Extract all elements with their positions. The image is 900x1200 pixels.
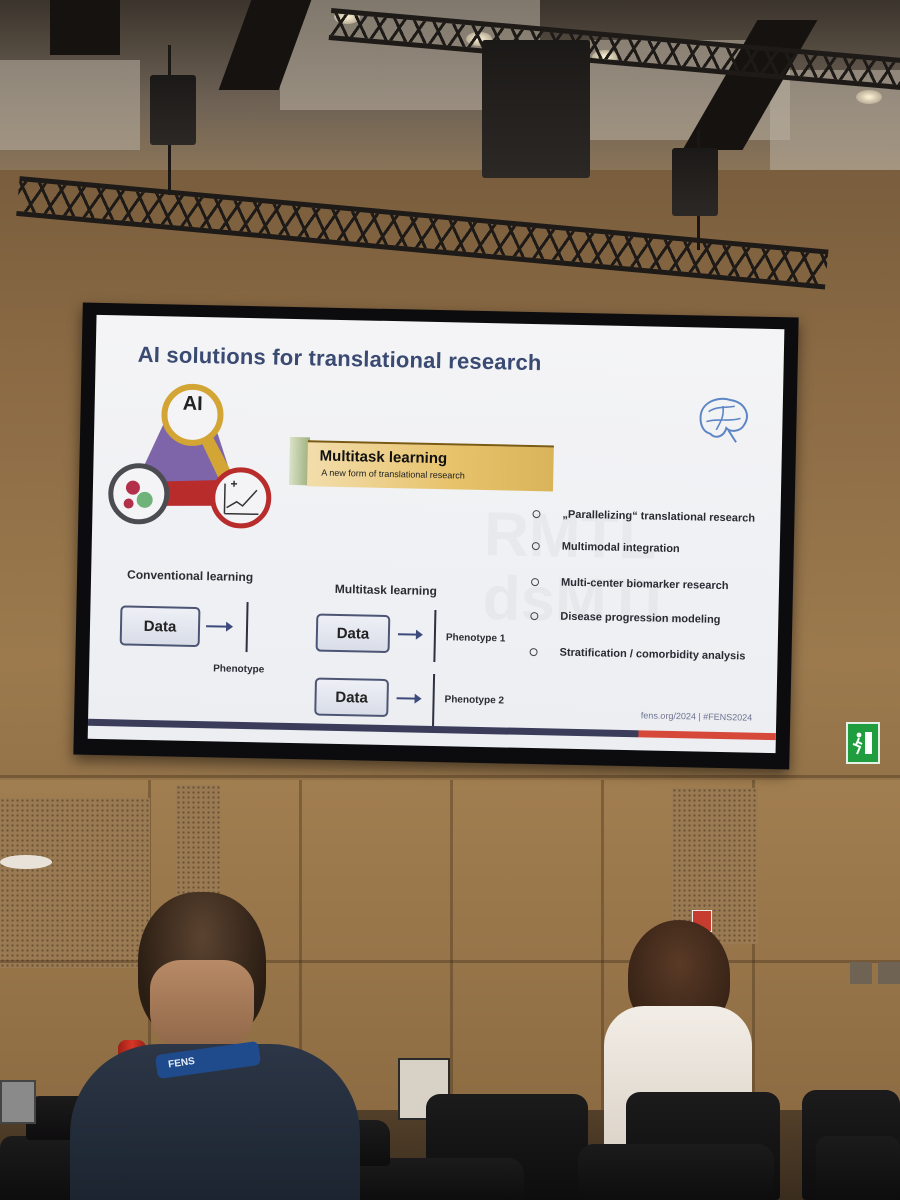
circle-bullet-icon — [529, 648, 538, 657]
audience-chair — [816, 1136, 900, 1200]
stage-light — [150, 75, 196, 145]
multitask-band: Multitask learning A new form of transla… — [307, 440, 554, 492]
bullet-item: Stratification / comorbidity analysis — [529, 646, 745, 663]
conventional-output-label: Phenotype — [213, 663, 265, 676]
circle-bullet-icon — [530, 578, 540, 587]
gear-icon — [123, 480, 153, 509]
wall-seam — [0, 775, 900, 778]
monitor-speaker — [0, 1080, 36, 1124]
conventional-heading: Conventional learning — [126, 567, 254, 585]
slide-footer: fens.org/2024 | #FENS2024 — [640, 710, 753, 723]
lamp — [0, 855, 52, 869]
running-man-icon — [852, 732, 872, 755]
output-bar — [433, 609, 437, 663]
acoustic-panel — [0, 798, 150, 968]
presentation-slide: RMTL dsMTL AI solutions for translationa… — [87, 314, 785, 754]
output-bar — [432, 673, 436, 727]
band-title: Multitask learning — [319, 447, 448, 468]
stage-light — [672, 148, 718, 216]
loudspeaker — [482, 40, 590, 178]
multitask-data-box-2: Data — [314, 677, 389, 718]
brain-logo-icon — [699, 397, 748, 443]
ceiling-panel — [0, 60, 140, 150]
ceiling-beam — [50, 0, 120, 55]
wall-outlet — [850, 962, 872, 984]
multitask-output-label-2: Phenotype 2 — [444, 694, 505, 707]
wall-seam — [0, 960, 900, 963]
circle-bullet-icon — [530, 612, 539, 621]
arrow-icon — [397, 633, 418, 636]
wall-outlet — [878, 962, 900, 984]
ai-graphic — [108, 383, 272, 529]
audience-chair — [578, 1144, 774, 1200]
circle-bullet-icon — [532, 510, 541, 519]
multitask-data-box-1: Data — [315, 613, 391, 654]
acoustic-panel — [176, 785, 220, 895]
person-neck — [150, 960, 254, 1056]
conventional-data-box: Data — [119, 605, 201, 648]
slide-title: AI solutions for translational research — [137, 341, 542, 376]
ai-circle — [161, 383, 224, 446]
multitask-output-label-1: Phenotype 1 — [445, 632, 506, 645]
output-bar — [245, 602, 249, 653]
ceiling-spotlight — [856, 90, 882, 104]
multitask-heading: Multitask learning — [334, 581, 438, 599]
gears-circle — [108, 463, 170, 525]
exit-sign — [846, 722, 880, 764]
chart-circle — [210, 467, 272, 529]
band-subtitle: A new form of translational research — [321, 467, 465, 481]
circle-bullet-icon — [531, 542, 540, 551]
arrow-icon — [396, 697, 417, 700]
acoustic-panel — [672, 788, 758, 944]
ai-label: AI — [182, 392, 203, 416]
arrow-icon — [206, 625, 229, 628]
projection-screen: RMTL dsMTL AI solutions for translationa… — [73, 302, 799, 770]
line-chart-icon — [223, 480, 259, 516]
